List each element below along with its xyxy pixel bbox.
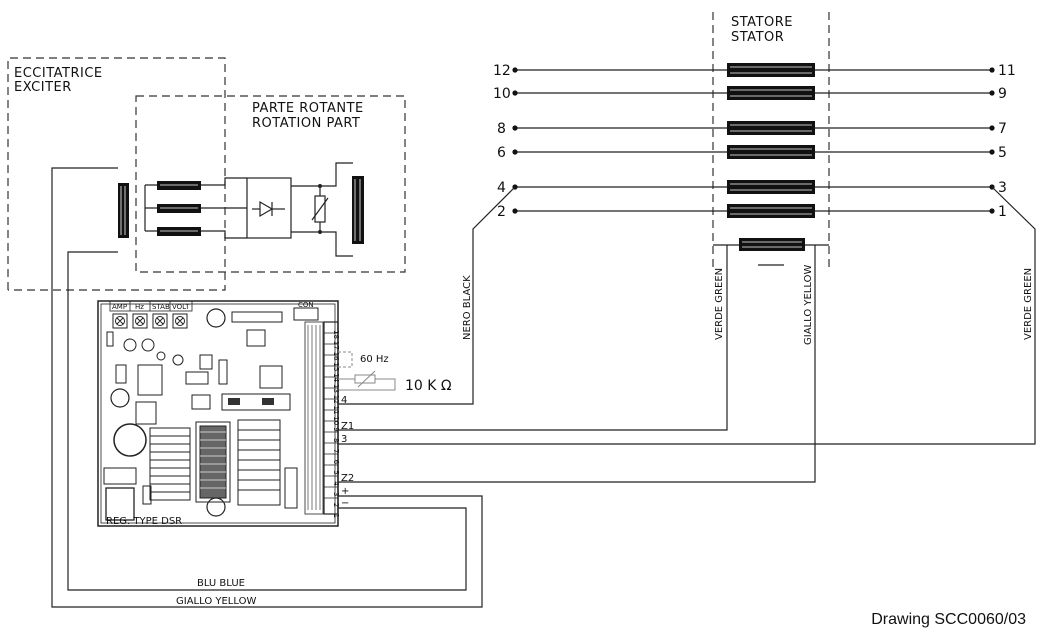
- strip-number-8: 8: [332, 438, 340, 442]
- strip-number-17: 17: [332, 341, 340, 350]
- drawing-id: Drawing SCC0060/03: [871, 611, 1026, 628]
- avr-terminal-z1: Z1: [341, 421, 354, 432]
- strip-number-2: 2: [332, 503, 340, 507]
- terminal-9: 9: [998, 86, 1007, 102]
- heatsinks: [149, 419, 281, 506]
- wire-label-verde-green-phase: VERDE GREEN: [1023, 268, 1034, 340]
- avr-external-options: 60 Hz 10 K Ω: [338, 351, 452, 394]
- terminal-11: 11: [998, 63, 1016, 79]
- strip-number-16: 16: [332, 352, 340, 361]
- terminal-3: 3: [998, 180, 1007, 196]
- wire-label-blu-blue: BLU BLUE: [197, 578, 245, 589]
- terminal-12: 12: [493, 63, 511, 79]
- trimmer-label-volt: VOLT: [172, 303, 190, 311]
- wire-label-giallo-yellow-aux: GIALLO YELLOW: [803, 265, 814, 345]
- rotating-part-box: PARTE ROTANTE ROTATION PART: [135, 95, 406, 273]
- terminal-8: 8: [497, 121, 506, 137]
- wire-label-verde-green-aux: VERDE GREEN: [714, 268, 725, 340]
- rectifier-bridge: [246, 177, 292, 239]
- wire-label-giallo-yellow: GIALLO YELLOW: [176, 596, 256, 607]
- strip-number-10: 10: [332, 416, 340, 425]
- avr-terminal-4: 4: [341, 395, 347, 406]
- strip-number-7: 7: [332, 449, 340, 453]
- potentiometer-label: 10 K Ω: [405, 378, 452, 394]
- freq-jumper-label: 60 Hz: [360, 354, 389, 365]
- connection-wires: [51, 167, 1036, 608]
- terminal-1: 1: [998, 204, 1007, 220]
- rotating-label-en: ROTATION PART: [252, 116, 360, 131]
- avr-reg-type: REG. TYPE DSR: [106, 516, 182, 527]
- strip-number-14: 14: [332, 373, 340, 382]
- connector-label: CON: [298, 301, 314, 309]
- strip-number-13: 13: [332, 384, 340, 393]
- strip-number-6: 6: [332, 460, 340, 465]
- avr-terminal-minus: −: [341, 498, 349, 509]
- strip-number-9: 9: [332, 427, 340, 431]
- varistor-and-rotor: [291, 162, 364, 257]
- terminal-7: 7: [998, 121, 1007, 137]
- strip-number-11: 11: [332, 406, 340, 415]
- strip-number-15: 15: [332, 362, 340, 371]
- terminal-2: 2: [497, 204, 506, 220]
- strip-number-5: 5: [332, 470, 340, 474]
- trimmer-label-hz: Hz: [135, 303, 144, 311]
- terminal-10: 10: [493, 86, 511, 102]
- strip-number-4: 4: [332, 481, 340, 486]
- avr-terminal-strip: [304, 321, 339, 515]
- wire-labels: NERO BLACK VERDE GREEN GIALLO YELLOW VER…: [176, 265, 1034, 607]
- exciter-box: ECCITATRICE EXCITER: [7, 57, 226, 291]
- stator-label-en: STATOR: [731, 30, 784, 45]
- exciter-label-en: EXCITER: [14, 80, 72, 95]
- stator-section: STATORE STATOR: [712, 12, 830, 270]
- terminal-4: 4: [497, 180, 506, 196]
- trimmer-label-stab: STAB: [152, 303, 170, 311]
- exciter-label-it: ECCITATRICE: [14, 66, 103, 81]
- avr-terminal-z2: Z2: [341, 473, 354, 484]
- exciter-field-coil: [118, 183, 129, 238]
- strip-number-1: 1: [332, 514, 340, 518]
- strip-number-12: 12: [332, 395, 340, 404]
- strip-number-18: 18: [332, 330, 340, 339]
- strip-number-3: 3: [332, 492, 340, 496]
- terminal-5: 5: [998, 145, 1007, 161]
- trimmer-label-amp: AMP: [112, 303, 127, 311]
- trimmers: [112, 313, 188, 329]
- avr-terminal-3: 3: [341, 434, 347, 445]
- avr-terminal-labels: 4 Z1 3 Z2 + −: [341, 395, 354, 509]
- exciter-rotor-coils: [144, 177, 247, 239]
- avr-board: AMP Hz STAB VOLT: [97, 300, 339, 527]
- wire-label-nero-black: NERO BLACK: [462, 275, 473, 340]
- stator-terminal-labels: 12 10 8 6 4 2 11 9 7 5 3 1: [493, 63, 1016, 220]
- terminal-6: 6: [497, 145, 506, 161]
- avr-terminal-plus: +: [341, 486, 349, 497]
- rotating-label-it: PARTE ROTANTE: [252, 101, 364, 116]
- stator-windings: [512, 63, 995, 266]
- stator-label-it: STATORE: [731, 15, 793, 30]
